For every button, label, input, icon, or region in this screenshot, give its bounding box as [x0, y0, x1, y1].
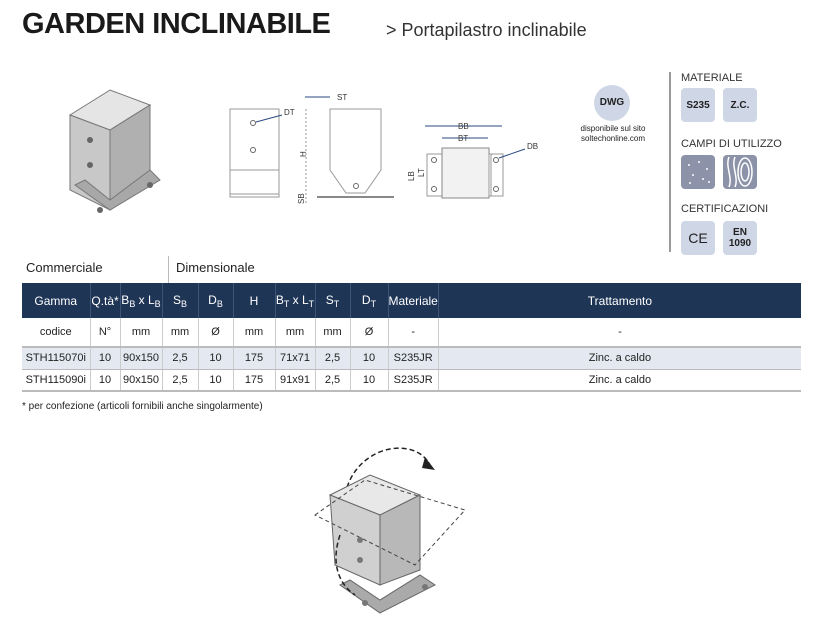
unit-cell: mm [119, 318, 162, 348]
cell: Zinc. a caldo [437, 347, 801, 370]
en-number: 1090 [728, 238, 752, 249]
technical-drawing: DT ST H SB BB BT DB LB LT [229, 93, 538, 205]
cell: 2,5 [314, 347, 350, 370]
label-st: ST [337, 93, 347, 102]
th-db: DB [197, 283, 233, 318]
cell: 175 [232, 369, 275, 392]
product-table: Gamma Q.tà* BB x LB SB DB H BT x LT ST D… [22, 283, 801, 392]
th-materiale: Materiale [387, 283, 439, 318]
unit-cell: N° [89, 318, 120, 348]
cell: S235JR [387, 369, 439, 392]
cell: 2,5 [161, 347, 198, 370]
cell-codice: STH115090i [22, 369, 90, 392]
th-st: ST [314, 283, 350, 318]
materiale-title: MATERIALE [681, 72, 743, 84]
label-dt: DT [284, 108, 295, 117]
unit-cell: Ø [349, 318, 388, 348]
th-gamma: Gamma [22, 283, 90, 318]
cell: 90x150 [119, 347, 162, 370]
unit-cell: mm [314, 318, 350, 348]
label-bt: BT [458, 134, 468, 143]
unit-cell: Ø [197, 318, 233, 348]
label-lb: LB [407, 171, 416, 181]
group-commerciale: Commerciale [26, 260, 103, 275]
th-bt-lt: BT x LT [274, 283, 315, 318]
cell-codice: STH115070i [22, 347, 90, 370]
page-subtitle: > Portapilastro inclinabile [386, 20, 587, 40]
cell: 90x150 [119, 369, 162, 392]
cell: 71x71 [274, 347, 315, 370]
cell: 10 [197, 369, 233, 392]
dwg-availability-text: disponibile sul sito soltechonline.com [568, 124, 658, 144]
label-sb: SB [297, 193, 306, 204]
sidebar-divider [669, 72, 671, 252]
group-dimensionale: Dimensionale [176, 260, 255, 275]
th-sb: SB [161, 283, 198, 318]
cell: 2,5 [161, 369, 198, 392]
footnote: * per confezione (articoli fornibili anc… [22, 401, 263, 412]
label-bb: BB [458, 122, 469, 131]
group-divider [168, 256, 169, 283]
ce-mark-icon: CE [681, 221, 715, 255]
badge-zc: Z.C. [723, 88, 757, 122]
wood-icon [723, 155, 757, 189]
label-h: H [299, 151, 308, 157]
cell: Zinc. a caldo [437, 369, 801, 392]
dwg-line1: disponibile sul sito [580, 124, 646, 133]
label-db: DB [527, 142, 538, 151]
cell: 91x91 [274, 369, 315, 392]
cell: 2,5 [314, 369, 350, 392]
unit-cell: codice [22, 318, 90, 348]
unit-cell: mm [274, 318, 315, 348]
page-title: GARDEN INCLINABILE [22, 8, 331, 40]
cell: 10 [89, 347, 120, 370]
label-lt: LT [417, 168, 426, 177]
unit-cell: mm [232, 318, 275, 348]
th-h: H [232, 283, 275, 318]
cell: 10 [89, 369, 120, 392]
th-dt: DT [349, 283, 388, 318]
th-qta: Q.tà* [89, 283, 120, 318]
ce-mark-text: CE [688, 229, 708, 246]
campi-title: CAMPI DI UTILIZZO [681, 138, 782, 150]
unit-cell: mm [161, 318, 198, 348]
dwg-download-badge[interactable]: DWG [594, 85, 630, 121]
th-trattamento: Trattamento [437, 283, 801, 318]
product-illustration [68, 89, 161, 213]
unit-cell: - [387, 318, 439, 348]
cell: 10 [349, 369, 388, 392]
badge-s235: S235 [681, 88, 715, 122]
tilting-illustration [314, 447, 466, 614]
unit-cell: - [437, 318, 801, 348]
dwg-line2[interactable]: soltechonline.com [580, 134, 646, 143]
cell: S235JR [387, 347, 439, 370]
en-label: EN [733, 227, 747, 238]
certificazioni-title: CERTIFICAZIONI [681, 203, 769, 215]
cell: 10 [349, 347, 388, 370]
table-header: Gamma Q.tà* BB x LB SB DB H BT x LT ST D… [22, 283, 801, 318]
th-bb-lb: BB x LB [119, 283, 162, 318]
concrete-icon [681, 155, 715, 189]
cell: 10 [197, 347, 233, 370]
cell: 175 [232, 347, 275, 370]
